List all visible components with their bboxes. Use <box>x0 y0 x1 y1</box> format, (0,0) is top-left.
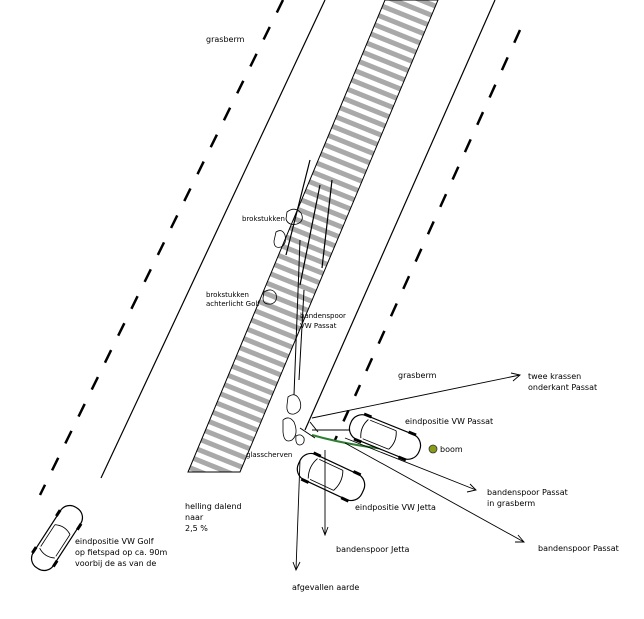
tree-icon <box>428 444 438 454</box>
car-vw-jetta <box>296 451 366 503</box>
track-line-4 <box>293 239 301 396</box>
passat-body <box>348 414 422 460</box>
track-line-1 <box>285 159 311 256</box>
golf-wheel-2 <box>55 509 62 517</box>
jetta-roof-1 <box>319 459 344 471</box>
lane-dash-right-lower <box>333 384 362 441</box>
arrowhead-bandenspoor-jetta <box>321 526 329 537</box>
jetta-wheel-4 <box>340 496 350 503</box>
passat-wheel-3 <box>353 437 362 444</box>
label-helling-3: 2,5 % <box>185 524 208 533</box>
short-mark-2 <box>299 427 316 439</box>
jetta-wheel-2 <box>352 470 362 477</box>
passat-wheel-1 <box>363 412 373 419</box>
road-edge-right <box>304 0 496 431</box>
glass-blob-2 <box>282 417 297 442</box>
jetta-wheel-3 <box>300 477 310 484</box>
labels: grasberm grasberm brokstukken brokstukke… <box>75 35 619 592</box>
label-afgevallen-aarde: afgevallen aarde <box>292 583 359 592</box>
arrow-twee-krassen <box>311 374 521 419</box>
annotation-arrows <box>292 372 525 572</box>
median-hatched-strip <box>187 0 439 473</box>
label-brokstukken-achterlicht-2: achterlicht Golf <box>206 300 260 308</box>
jetta-roof-2 <box>309 478 334 491</box>
glass-blob-1 <box>286 394 302 415</box>
label-bandenspoor-passat-berm-1: bandenspoor Passat <box>487 488 568 497</box>
jetta-windshield <box>307 458 344 491</box>
arrow-bandenspoor-berm <box>344 437 477 491</box>
label-bandenspoor-jetta: bandenspoor Jetta <box>336 545 410 554</box>
passat-wheel-2 <box>408 430 417 437</box>
lane-dash-right-top <box>358 29 522 386</box>
arrowhead-twee-krassen <box>510 372 521 382</box>
label-helling-2: naar <box>185 513 204 522</box>
label-twee-krassen-2: onderkant Passat <box>528 383 597 392</box>
golf-roof-1 <box>40 524 56 547</box>
car-vw-passat <box>348 412 422 462</box>
track-line-3 <box>321 179 333 269</box>
car-vw-golf <box>30 504 84 572</box>
glass-blob-3 <box>295 434 305 446</box>
golf-windshield <box>39 524 71 559</box>
passat-roof-1 <box>370 419 397 432</box>
golf-roof-2 <box>55 534 71 557</box>
label-grasberm-right: grasberm <box>398 371 437 380</box>
arrowhead-bandenspoor-berm <box>466 483 477 493</box>
label-bandenspoor-passat-right: bandenspoor Passat <box>538 544 619 553</box>
arrowhead-bandenspoor-right <box>515 534 525 543</box>
label-bandenspoor-passat-road-2: VW Passat <box>300 322 337 330</box>
golf-wheel-3 <box>52 559 59 568</box>
label-bandenspoor-passat-berm-2: in grasberm <box>487 499 535 508</box>
arrow-afgevallen-aarde <box>295 459 301 571</box>
debris-blob-2 <box>273 230 286 248</box>
arrowhead-afgevallen-aarde <box>292 561 301 572</box>
track-line-5 <box>298 289 305 381</box>
road <box>38 0 522 496</box>
label-golf-1: eindpositie VW Golf <box>75 537 154 546</box>
lane-dash-left <box>38 0 285 496</box>
label-grasberm-top: grasberm <box>206 35 245 44</box>
debris-blob-3 <box>262 289 277 305</box>
debris <box>262 208 305 446</box>
label-eindpositie-jetta: eindpositie VW Jetta <box>355 503 436 512</box>
label-eindpositie-passat: eindpositie VW Passat <box>405 417 493 426</box>
label-brokstukken-achterlicht-1: brokstukken <box>206 291 249 299</box>
label-helling-1: helling dalend <box>185 502 242 511</box>
short-mark-1 <box>309 421 319 433</box>
passat-roof-2 <box>362 438 389 450</box>
golf-wheel-4 <box>76 523 83 531</box>
jetta-body <box>296 452 366 502</box>
label-glasscherven: glasscherven <box>246 451 292 459</box>
passat-road-tracks <box>285 159 333 396</box>
label-twee-krassen-1: twee krassen <box>528 372 581 381</box>
golf-wheel-1 <box>31 546 38 554</box>
label-golf-3: voorbij de as van de <box>75 559 156 568</box>
label-brokstukken: brokstukken <box>242 215 285 223</box>
label-bandenspoor-passat-road-1: bandenspoor <box>300 312 346 320</box>
track-line-2 <box>299 184 321 286</box>
passat-windshield <box>360 419 397 450</box>
debris-blob-1 <box>285 208 303 225</box>
label-golf-2: op fietspad op ca. 90m <box>75 548 167 557</box>
label-boom: boom <box>440 445 463 454</box>
road-edge-left <box>100 0 326 479</box>
arrow-bandenspoor-right <box>344 442 525 543</box>
passat-wheel-4 <box>397 455 407 462</box>
jetta-wheel-1 <box>312 451 322 458</box>
